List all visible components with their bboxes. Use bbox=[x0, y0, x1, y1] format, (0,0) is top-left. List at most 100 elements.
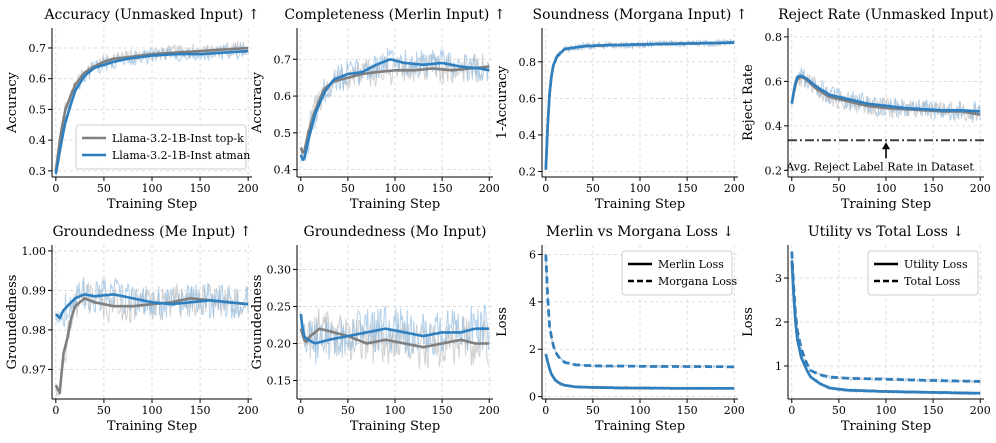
chart-title: Soundness (Morgana Input) ↑ bbox=[533, 7, 748, 23]
x-tick-label: 50 bbox=[341, 404, 355, 417]
legend-label: Morgana Loss bbox=[658, 275, 737, 288]
y-tick-label: 4 bbox=[529, 296, 536, 309]
series-line bbox=[790, 260, 981, 395]
y-tick-label: 0 bbox=[529, 391, 536, 404]
series-line bbox=[299, 327, 490, 349]
series-raw-line bbox=[55, 277, 249, 327]
x-axis-label: Training Step bbox=[350, 419, 440, 434]
chart-title: Completeness (Merlin Input) ↑ bbox=[284, 7, 505, 23]
legend-label: Llama-3.2-1B-Inst atman bbox=[112, 149, 250, 162]
y-tick-label: 0.7 bbox=[274, 53, 292, 66]
x-tick-label: 200 bbox=[238, 404, 259, 417]
series-group bbox=[54, 277, 249, 398]
y-tick-label: 0.20 bbox=[267, 337, 292, 350]
series-group bbox=[299, 48, 490, 162]
y-tick-label: 0.97 bbox=[22, 363, 47, 376]
series-line bbox=[54, 46, 249, 172]
y-tick-label: 0.7 bbox=[29, 42, 47, 55]
series-line bbox=[544, 41, 735, 170]
x-tick-label: 150 bbox=[923, 404, 944, 417]
series-line bbox=[299, 58, 490, 162]
x-tick-label: 50 bbox=[97, 404, 111, 417]
x-tick-label: 0 bbox=[52, 404, 59, 417]
x-axis-label: Training Step bbox=[595, 197, 685, 212]
legend-label: Merlin Loss bbox=[658, 258, 724, 271]
x-tick-label: 150 bbox=[190, 182, 211, 195]
x-tick-label: 100 bbox=[385, 182, 406, 195]
y-tick-label: 2 bbox=[529, 343, 536, 356]
x-tick-label: 50 bbox=[832, 404, 846, 417]
y-axis-label: Accuracy bbox=[250, 71, 265, 134]
y-tick-label: 2 bbox=[775, 316, 782, 329]
series-group bbox=[299, 303, 490, 369]
y-axis-label: 1-Accuracy bbox=[495, 65, 510, 139]
series-line bbox=[54, 49, 249, 175]
x-tick-label: 50 bbox=[586, 404, 600, 417]
legend-box bbox=[75, 124, 247, 170]
series-line bbox=[544, 353, 735, 390]
x-tick-label: 150 bbox=[923, 182, 944, 195]
x-tick-label: 150 bbox=[432, 404, 453, 417]
y-axis-label: Groundedness bbox=[250, 275, 265, 370]
x-tick-label: 100 bbox=[142, 404, 163, 417]
y-tick-label: 0.6 bbox=[519, 92, 537, 105]
y-tick-label: 1.00 bbox=[22, 245, 47, 258]
y-tick-label: 0.30 bbox=[267, 263, 292, 276]
series-group bbox=[54, 41, 249, 177]
x-tick-label: 200 bbox=[724, 182, 745, 195]
chart-title: Accuracy (Unmasked Input) ↑ bbox=[43, 7, 259, 23]
x-tick-label: 50 bbox=[341, 182, 355, 195]
x-tick-label: 200 bbox=[479, 404, 500, 417]
x-axis-label: Training Step bbox=[841, 197, 931, 212]
y-tick-label: 0.3 bbox=[29, 165, 47, 178]
y-tick-label: 0.25 bbox=[267, 300, 292, 313]
series-line bbox=[299, 313, 490, 345]
y-tick-label: 0.15 bbox=[267, 374, 292, 387]
x-tick-label: 100 bbox=[630, 182, 651, 195]
x-axis-label: Training Step bbox=[841, 419, 931, 434]
legend-box bbox=[621, 250, 733, 296]
y-tick-label: 0.4 bbox=[519, 129, 537, 142]
y-tick-label: 0.4 bbox=[765, 120, 783, 133]
series-line bbox=[544, 254, 735, 369]
legend-label: Llama-3.2-1B-Inst top-k bbox=[112, 132, 244, 145]
y-tick-label: 0.6 bbox=[274, 90, 292, 103]
annotation-arrowhead bbox=[882, 142, 890, 150]
x-axis-label: Training Step bbox=[350, 197, 440, 212]
legend-label: Utility Loss bbox=[904, 258, 968, 271]
legend: Llama-3.2-1B-Inst top-kLlama-3.2-1B-Inst… bbox=[75, 124, 250, 170]
y-tick-label: 0.4 bbox=[29, 134, 47, 147]
series-group bbox=[790, 251, 981, 397]
x-tick-label: 50 bbox=[832, 182, 846, 195]
y-axis-label: Reject Rate bbox=[741, 64, 756, 141]
chart-title: Groundedness (Mo Input) bbox=[304, 224, 487, 240]
y-tick-label: 0.2 bbox=[765, 164, 783, 177]
y-axis-label: Loss bbox=[495, 307, 510, 337]
x-tick-label: 0 bbox=[297, 182, 304, 195]
chart-title: Utility vs Total Loss ↓ bbox=[808, 224, 964, 240]
x-tick-label: 150 bbox=[677, 182, 698, 195]
x-tick-label: 100 bbox=[876, 182, 897, 195]
x-tick-label: 0 bbox=[542, 404, 549, 417]
x-tick-label: 100 bbox=[876, 404, 897, 417]
annotation-text: Avg. Reject Label Rate in Dataset bbox=[785, 160, 974, 173]
x-tick-label: 50 bbox=[586, 182, 600, 195]
x-tick-label: 50 bbox=[97, 182, 111, 195]
series-raw-line bbox=[300, 308, 490, 369]
y-tick-label: 0.98 bbox=[22, 324, 47, 337]
y-tick-label: 0.2 bbox=[519, 166, 537, 179]
series-group bbox=[544, 38, 735, 171]
series-group bbox=[790, 67, 981, 123]
y-tick-label: 0.5 bbox=[274, 127, 292, 140]
x-tick-label: 0 bbox=[297, 404, 304, 417]
y-tick-label: 0.8 bbox=[765, 31, 783, 44]
x-axis-label: Training Step bbox=[107, 197, 197, 212]
x-tick-label: 150 bbox=[677, 404, 698, 417]
y-tick-label: 0.8 bbox=[519, 56, 537, 69]
